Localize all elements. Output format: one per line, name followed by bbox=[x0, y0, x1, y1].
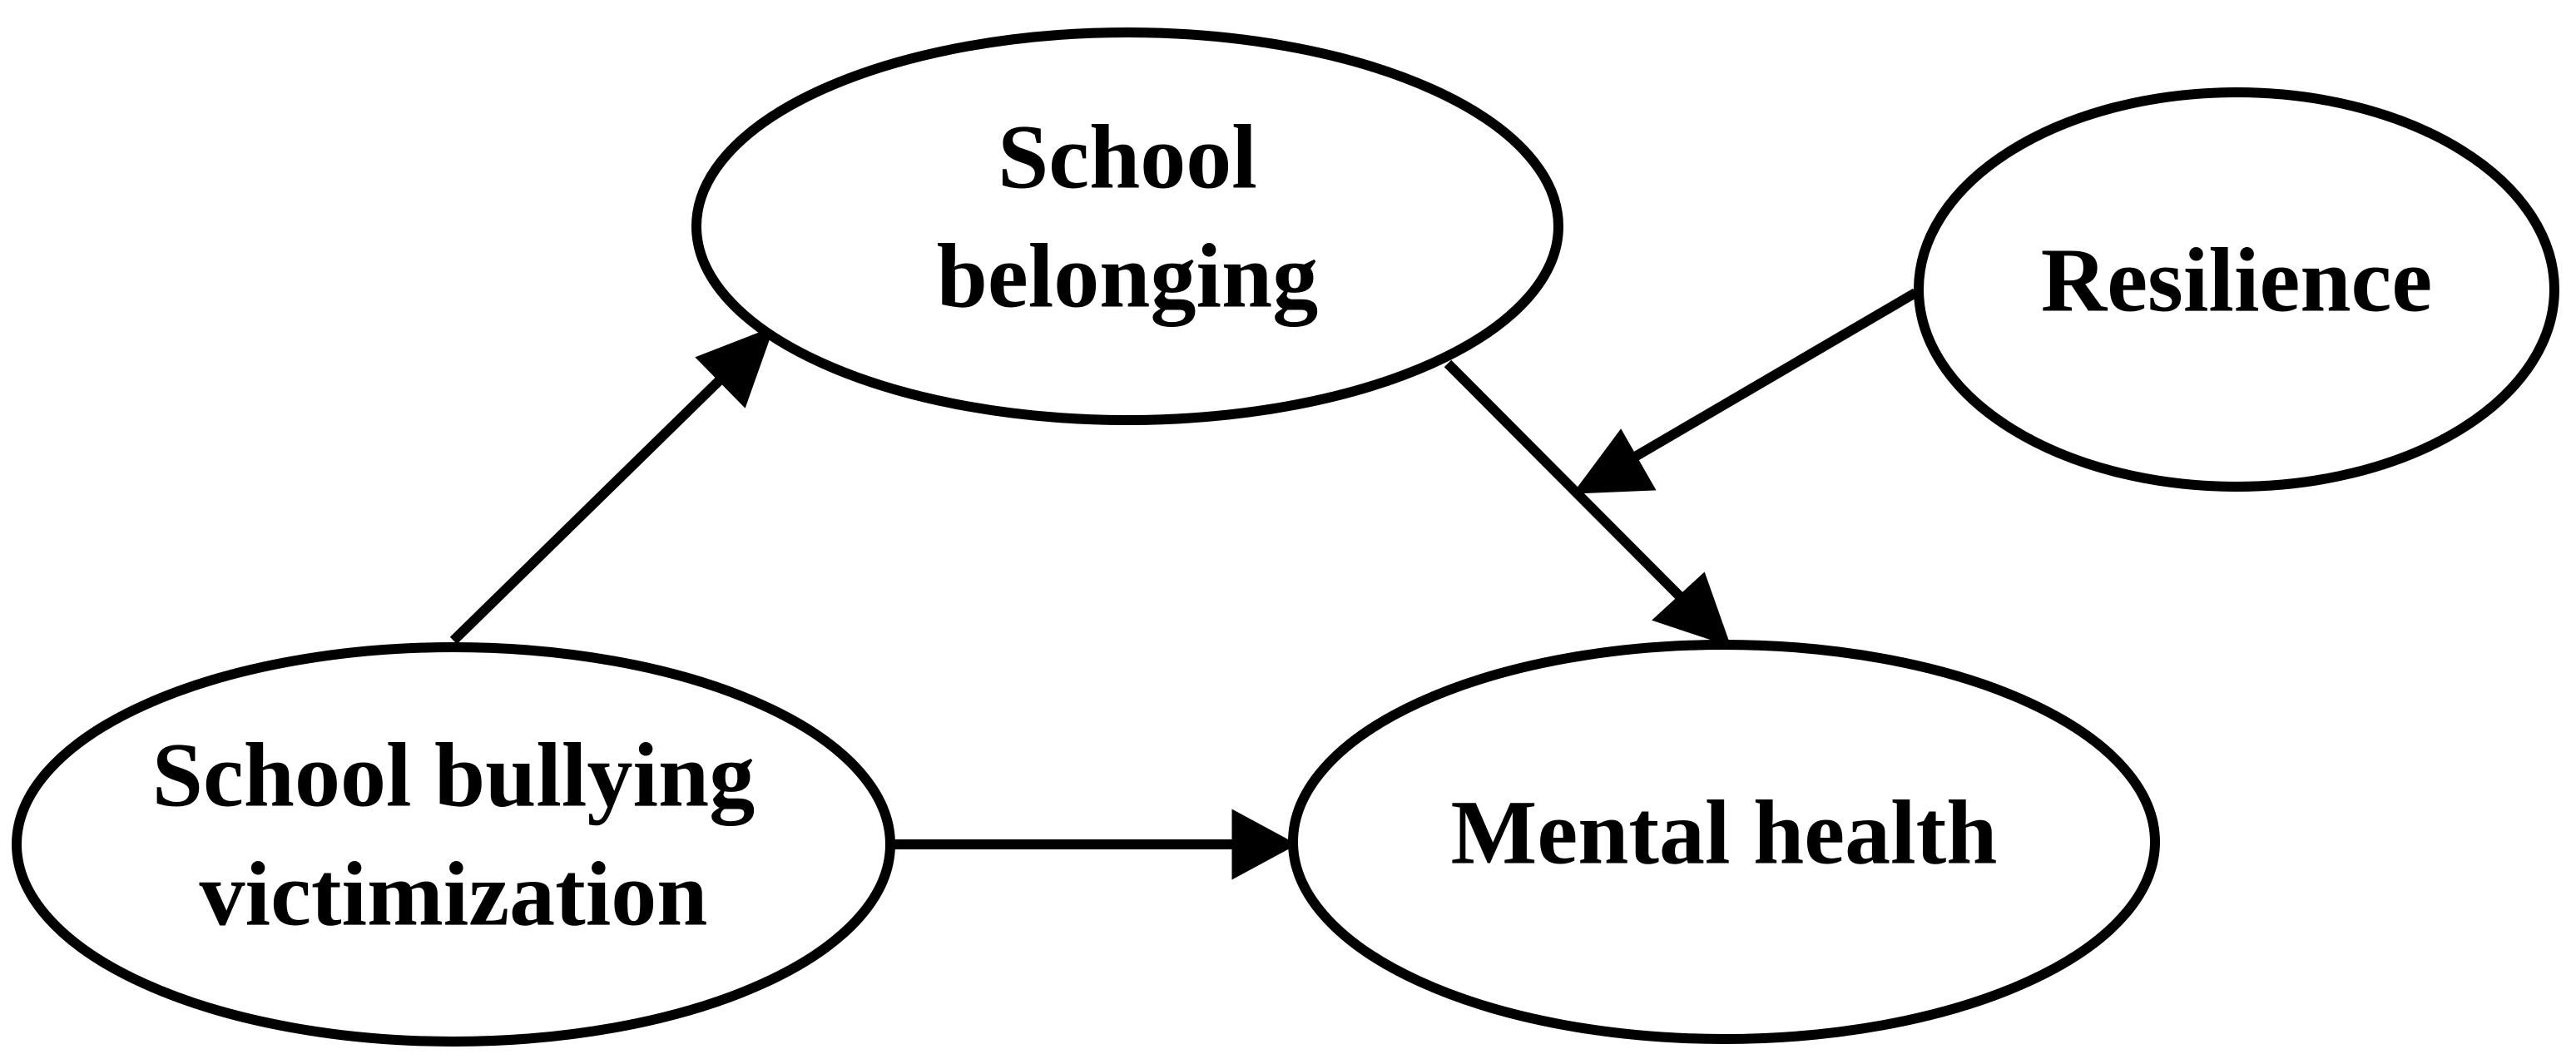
node-ellipse bbox=[1288, 640, 2160, 1044]
arrowhead bbox=[695, 326, 775, 408]
edge-belonging-to-mental bbox=[1444, 359, 1731, 647]
arrowhead bbox=[1652, 572, 1731, 647]
node-label-line1: School bullying bbox=[152, 724, 755, 825]
node-ellipse bbox=[1914, 87, 2559, 492]
arrowhead bbox=[1231, 809, 1298, 880]
node-ellipse bbox=[691, 27, 1563, 425]
edge-resilience-moderation bbox=[1572, 288, 1919, 494]
edge-line bbox=[449, 372, 728, 645]
node-label-line2: belonging bbox=[937, 225, 1318, 326]
node-label-line2: victimization bbox=[200, 843, 708, 944]
node-ellipse bbox=[12, 642, 895, 1047]
edge-bullying-to-mental bbox=[894, 809, 1298, 880]
node-school-bullying-victimization: School bullying victimization bbox=[12, 642, 895, 1047]
node-label-line1: School bbox=[998, 106, 1257, 207]
arrowhead bbox=[1572, 428, 1657, 494]
node-label: Mental health bbox=[1451, 781, 1998, 883]
edge-bullying-to-belonging bbox=[449, 326, 775, 645]
node-label: Resilience bbox=[2041, 229, 2432, 330]
edge-line bbox=[1627, 288, 1919, 464]
node-mental-health: Mental health bbox=[1288, 640, 2160, 1044]
node-school-belonging: School belonging bbox=[691, 27, 1563, 425]
edge-line bbox=[1444, 359, 1685, 601]
node-resilience: Resilience bbox=[1914, 87, 2559, 492]
